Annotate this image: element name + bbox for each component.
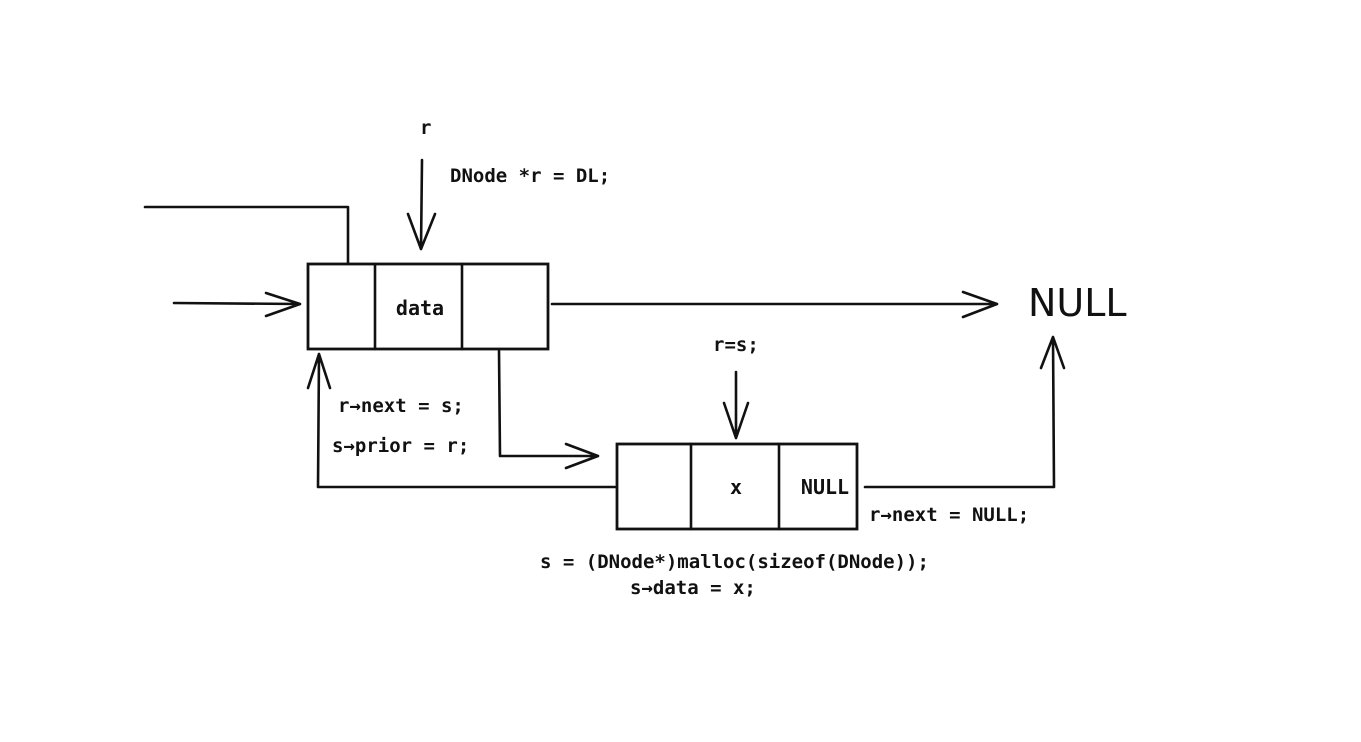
node-s: x NULL [615,442,859,531]
r-next-to-s-arrow [497,349,600,470]
node-s-data: x [730,475,742,499]
node-s-next: NULL [801,475,849,499]
r-to-null-arrow [550,290,999,319]
pointer-r-label: r [420,117,431,139]
stmt-s-prior-r: s→prior = r; [332,435,469,457]
node-r-box [306,262,550,351]
stmt-s-data: s→data = x; [630,577,756,599]
incoming-head-arrow [172,291,302,318]
null-target: NULL [1028,281,1127,325]
node-r: data [306,262,550,351]
pointer-r-arrow [406,158,437,251]
node-r-data: data [396,296,444,320]
stmt-r-eq-s: r=s; [713,334,759,356]
stmt-r-next-null: r→next = NULL; [869,504,1029,526]
s-to-null-arrow [863,335,1066,489]
stmt-malloc: s = (DNode*)malloc(sizeof(DNode)); [540,551,929,573]
pointer-s-arrow [722,370,750,440]
s-prior-to-r-arrow [306,352,617,489]
stmt-r-next-s: r→next = s; [338,395,464,417]
stmt-init: DNode *r = DL; [450,165,610,187]
incoming-prior-line [143,205,350,265]
node-s-box [615,442,859,531]
